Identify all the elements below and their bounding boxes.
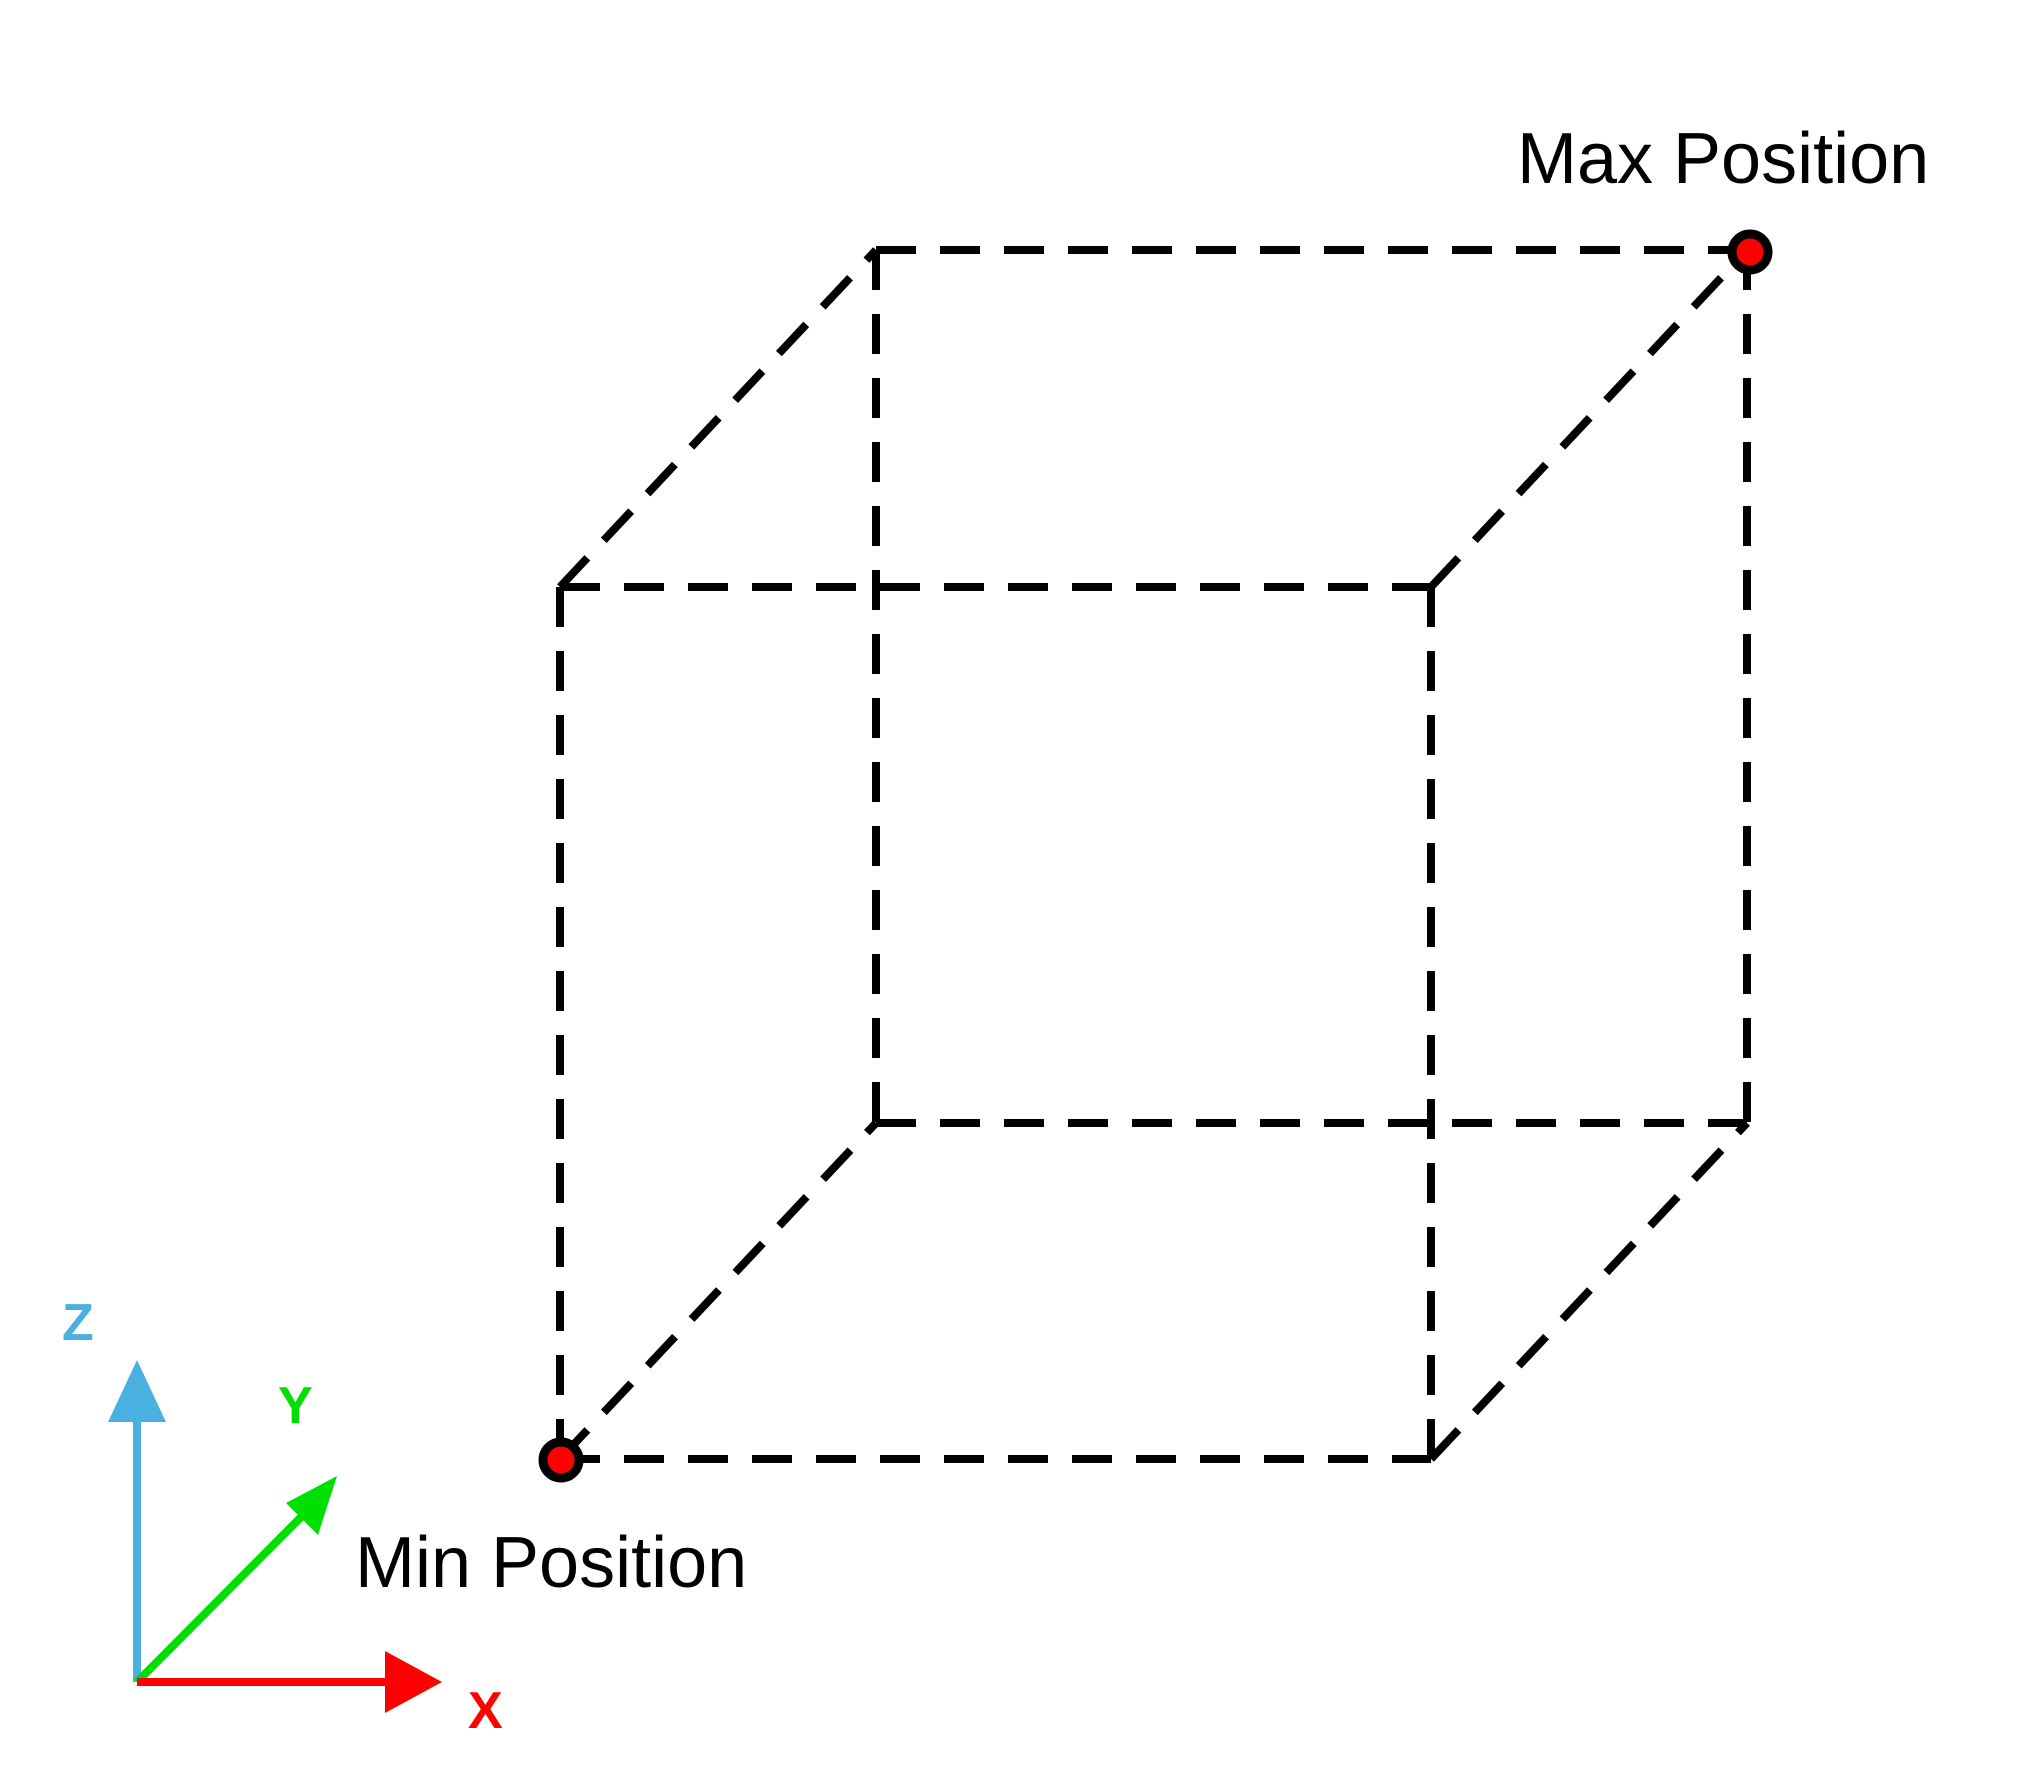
edge-diagonal-top-left bbox=[557, 247, 879, 590]
y-axis-arrowhead bbox=[286, 1476, 337, 1535]
edge-diagonal-bottom-left bbox=[557, 1120, 879, 1462]
y-axis-line bbox=[134, 1503, 315, 1685]
min-position-marker bbox=[538, 1437, 584, 1483]
min-position-label: Min Position bbox=[355, 1523, 747, 1603]
x-axis-arrowhead bbox=[385, 1651, 442, 1713]
x-axis-label: X bbox=[468, 1682, 503, 1740]
z-axis-arrowhead bbox=[108, 1360, 166, 1422]
edge-diagonal-bottom-right bbox=[1428, 1120, 1750, 1462]
edge-diagonal-top-right bbox=[1428, 247, 1750, 590]
max-position-label: Max Position bbox=[1517, 119, 1929, 199]
z-axis-label: Z bbox=[62, 1294, 94, 1352]
max-position-marker bbox=[1727, 229, 1773, 275]
axis-gizmo: Z Y X bbox=[62, 1294, 503, 1740]
bounding-box-edges bbox=[556, 246, 1751, 1463]
y-axis-label: Y bbox=[278, 1377, 313, 1435]
